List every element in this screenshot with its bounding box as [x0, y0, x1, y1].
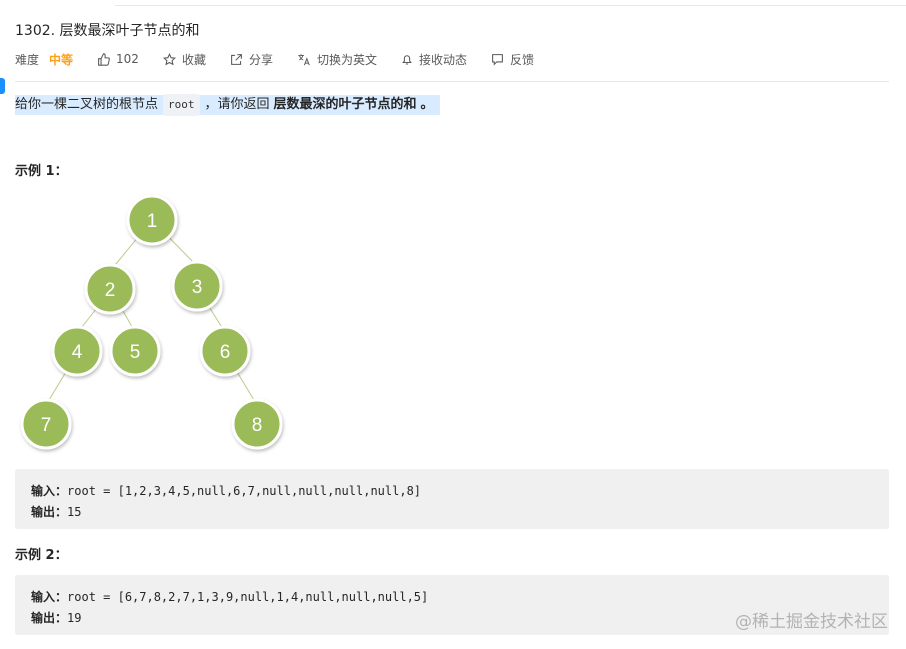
tree-node-label: 6 — [220, 342, 231, 363]
feedback-label: 反馈 — [510, 52, 535, 67]
tree-edges — [45, 219, 258, 406]
share-icon — [231, 53, 242, 65]
share-button[interactable]: 分享 — [230, 51, 273, 68]
header-divider — [15, 81, 889, 82]
notify-button[interactable]: 接收动态 — [401, 51, 467, 68]
tree-node-8: 8 — [231, 398, 283, 450]
tree-node-label: 4 — [72, 342, 83, 363]
tree-node-1: 1 — [126, 194, 178, 246]
tree-node-7: 7 — [20, 398, 72, 450]
tree-node-4: 4 — [51, 325, 103, 377]
feedback-icon — [492, 53, 503, 66]
star-icon — [162, 52, 176, 65]
inline-code-root: root — [163, 94, 200, 116]
tree-node-label: 2 — [105, 280, 116, 301]
tree-node-3: 3 — [171, 260, 223, 312]
description-middle: ，请你返回 — [204, 97, 270, 112]
thumbs-up-icon — [98, 52, 110, 66]
top-border — [115, 0, 906, 6]
example-1-output-line: 输出：15 — [31, 502, 873, 523]
tree-node-label: 8 — [252, 415, 263, 436]
tree-node-2: 2 — [84, 263, 136, 315]
output-label: 输出： — [31, 611, 68, 625]
description-prefix: 给你一棵二叉树的根节点 — [15, 97, 159, 112]
tree-node-label: 5 — [130, 342, 141, 363]
tree-node-6: 6 — [199, 325, 251, 377]
switch-language-label: 切换为英文 — [316, 52, 377, 67]
problem-description: 给你一棵二叉树的根节点 root ，请你返回 层数最深的叶子节点的和 。 — [15, 94, 440, 116]
share-label: 分享 — [248, 52, 273, 67]
input-label: 输入： — [31, 484, 68, 498]
example-1-code-block: 输入：root = [1,2,3,4,5,null,6,7,null,null,… — [15, 469, 889, 529]
tree-node-5: 5 — [109, 325, 161, 377]
tree-node-label: 7 — [41, 415, 52, 436]
favorite-label: 收藏 — [181, 52, 206, 67]
notify-label: 接收动态 — [418, 52, 467, 67]
description-suffix: 。 — [420, 97, 434, 112]
input-value: root = [1,2,3,4,5,null,6,7,null,null,nul… — [67, 484, 422, 498]
difficulty: 难度 中等 — [15, 51, 73, 68]
example-2-input-line: 输入：root = [6,7,8,2,7,1,3,9,null,1,4,null… — [31, 587, 873, 608]
example-1-title: 示例 1： — [15, 164, 68, 179]
problem-toolbar: 难度 中等 102 收藏 分享 切换为英文 接收动态 反馈 — [15, 50, 558, 68]
translate-icon — [298, 53, 310, 65]
example-2-code-block: 输入：root = [6,7,8,2,7,1,3,9,null,1,4,null… — [15, 575, 889, 635]
input-label: 输入： — [31, 590, 68, 604]
description-bold: 层数最深的叶子节点的和 — [273, 97, 417, 112]
example-1-input-line: 输入：root = [1,2,3,4,5,null,6,7,null,null,… — [31, 481, 873, 502]
binary-tree-diagram: 1 2 3 4 5 6 7 8 — [20, 194, 283, 450]
example-2-output-line: 输出：19 — [31, 608, 873, 629]
switch-language-button[interactable]: 切换为英文 — [297, 51, 377, 68]
like-button[interactable]: 102 — [97, 52, 139, 66]
bell-icon — [402, 54, 412, 65]
example-2-title: 示例 2： — [15, 548, 68, 563]
difficulty-value: 中等 — [49, 52, 74, 67]
output-value: 15 — [67, 505, 82, 519]
output-value: 19 — [67, 611, 82, 625]
like-count: 102 — [116, 52, 139, 66]
input-value: root = [6,7,8,2,7,1,3,9,null,1,4,null,nu… — [67, 590, 429, 604]
problem-title: 1302. 层数最深叶子节点的和 — [15, 23, 200, 39]
watermark: @稀土掘金技术社区 — [735, 612, 888, 632]
output-label: 输出： — [31, 505, 68, 519]
feedback-button[interactable]: 反馈 — [491, 51, 534, 68]
favorite-button[interactable]: 收藏 — [162, 51, 206, 68]
tree-node-label: 3 — [192, 277, 203, 298]
difficulty-label: 难度 — [15, 52, 40, 67]
side-tab-indicator[interactable] — [0, 78, 5, 94]
tree-node-label: 1 — [147, 211, 158, 232]
